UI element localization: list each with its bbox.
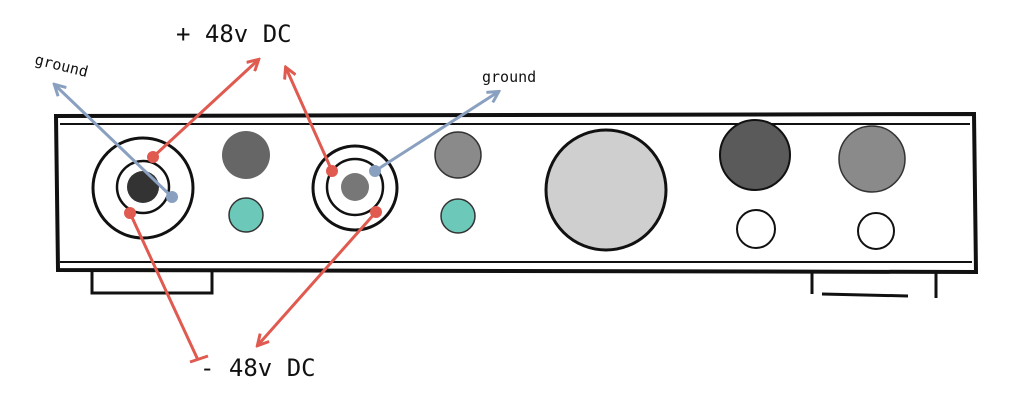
white-button-1[interactable] — [736, 209, 776, 249]
xlr-jack-1 — [91, 136, 195, 240]
knob-1[interactable] — [222, 131, 270, 179]
knob-4[interactable] — [838, 125, 906, 193]
device-chassis — [53, 111, 979, 275]
ground-arrow-1 — [55, 85, 174, 199]
negative-bar-1 — [189, 354, 209, 364]
label-ground-right: ground — [482, 68, 536, 86]
pin-dots — [124, 151, 382, 219]
knob-3[interactable] — [719, 119, 791, 191]
negative-arrow-2 — [258, 211, 378, 345]
label-plus-48v: + 48v DC — [176, 20, 292, 48]
label-minus-48v: - 48v DC — [200, 354, 316, 382]
knob-2[interactable] — [434, 131, 482, 179]
main-volume-knob[interactable] — [544, 128, 668, 252]
negative-arrow-1 — [128, 212, 200, 361]
white-button-2[interactable] — [857, 212, 895, 250]
positive-arrow-2 — [286, 68, 334, 172]
label-ground-left: ground — [33, 50, 90, 81]
right-foot — [810, 270, 938, 298]
ground-arrow-2 — [374, 92, 498, 173]
teal-button-1[interactable] — [228, 197, 264, 233]
positive-arrow-1 — [151, 60, 258, 159]
left-foot — [90, 270, 214, 295]
teal-button-2[interactable] — [440, 198, 476, 234]
